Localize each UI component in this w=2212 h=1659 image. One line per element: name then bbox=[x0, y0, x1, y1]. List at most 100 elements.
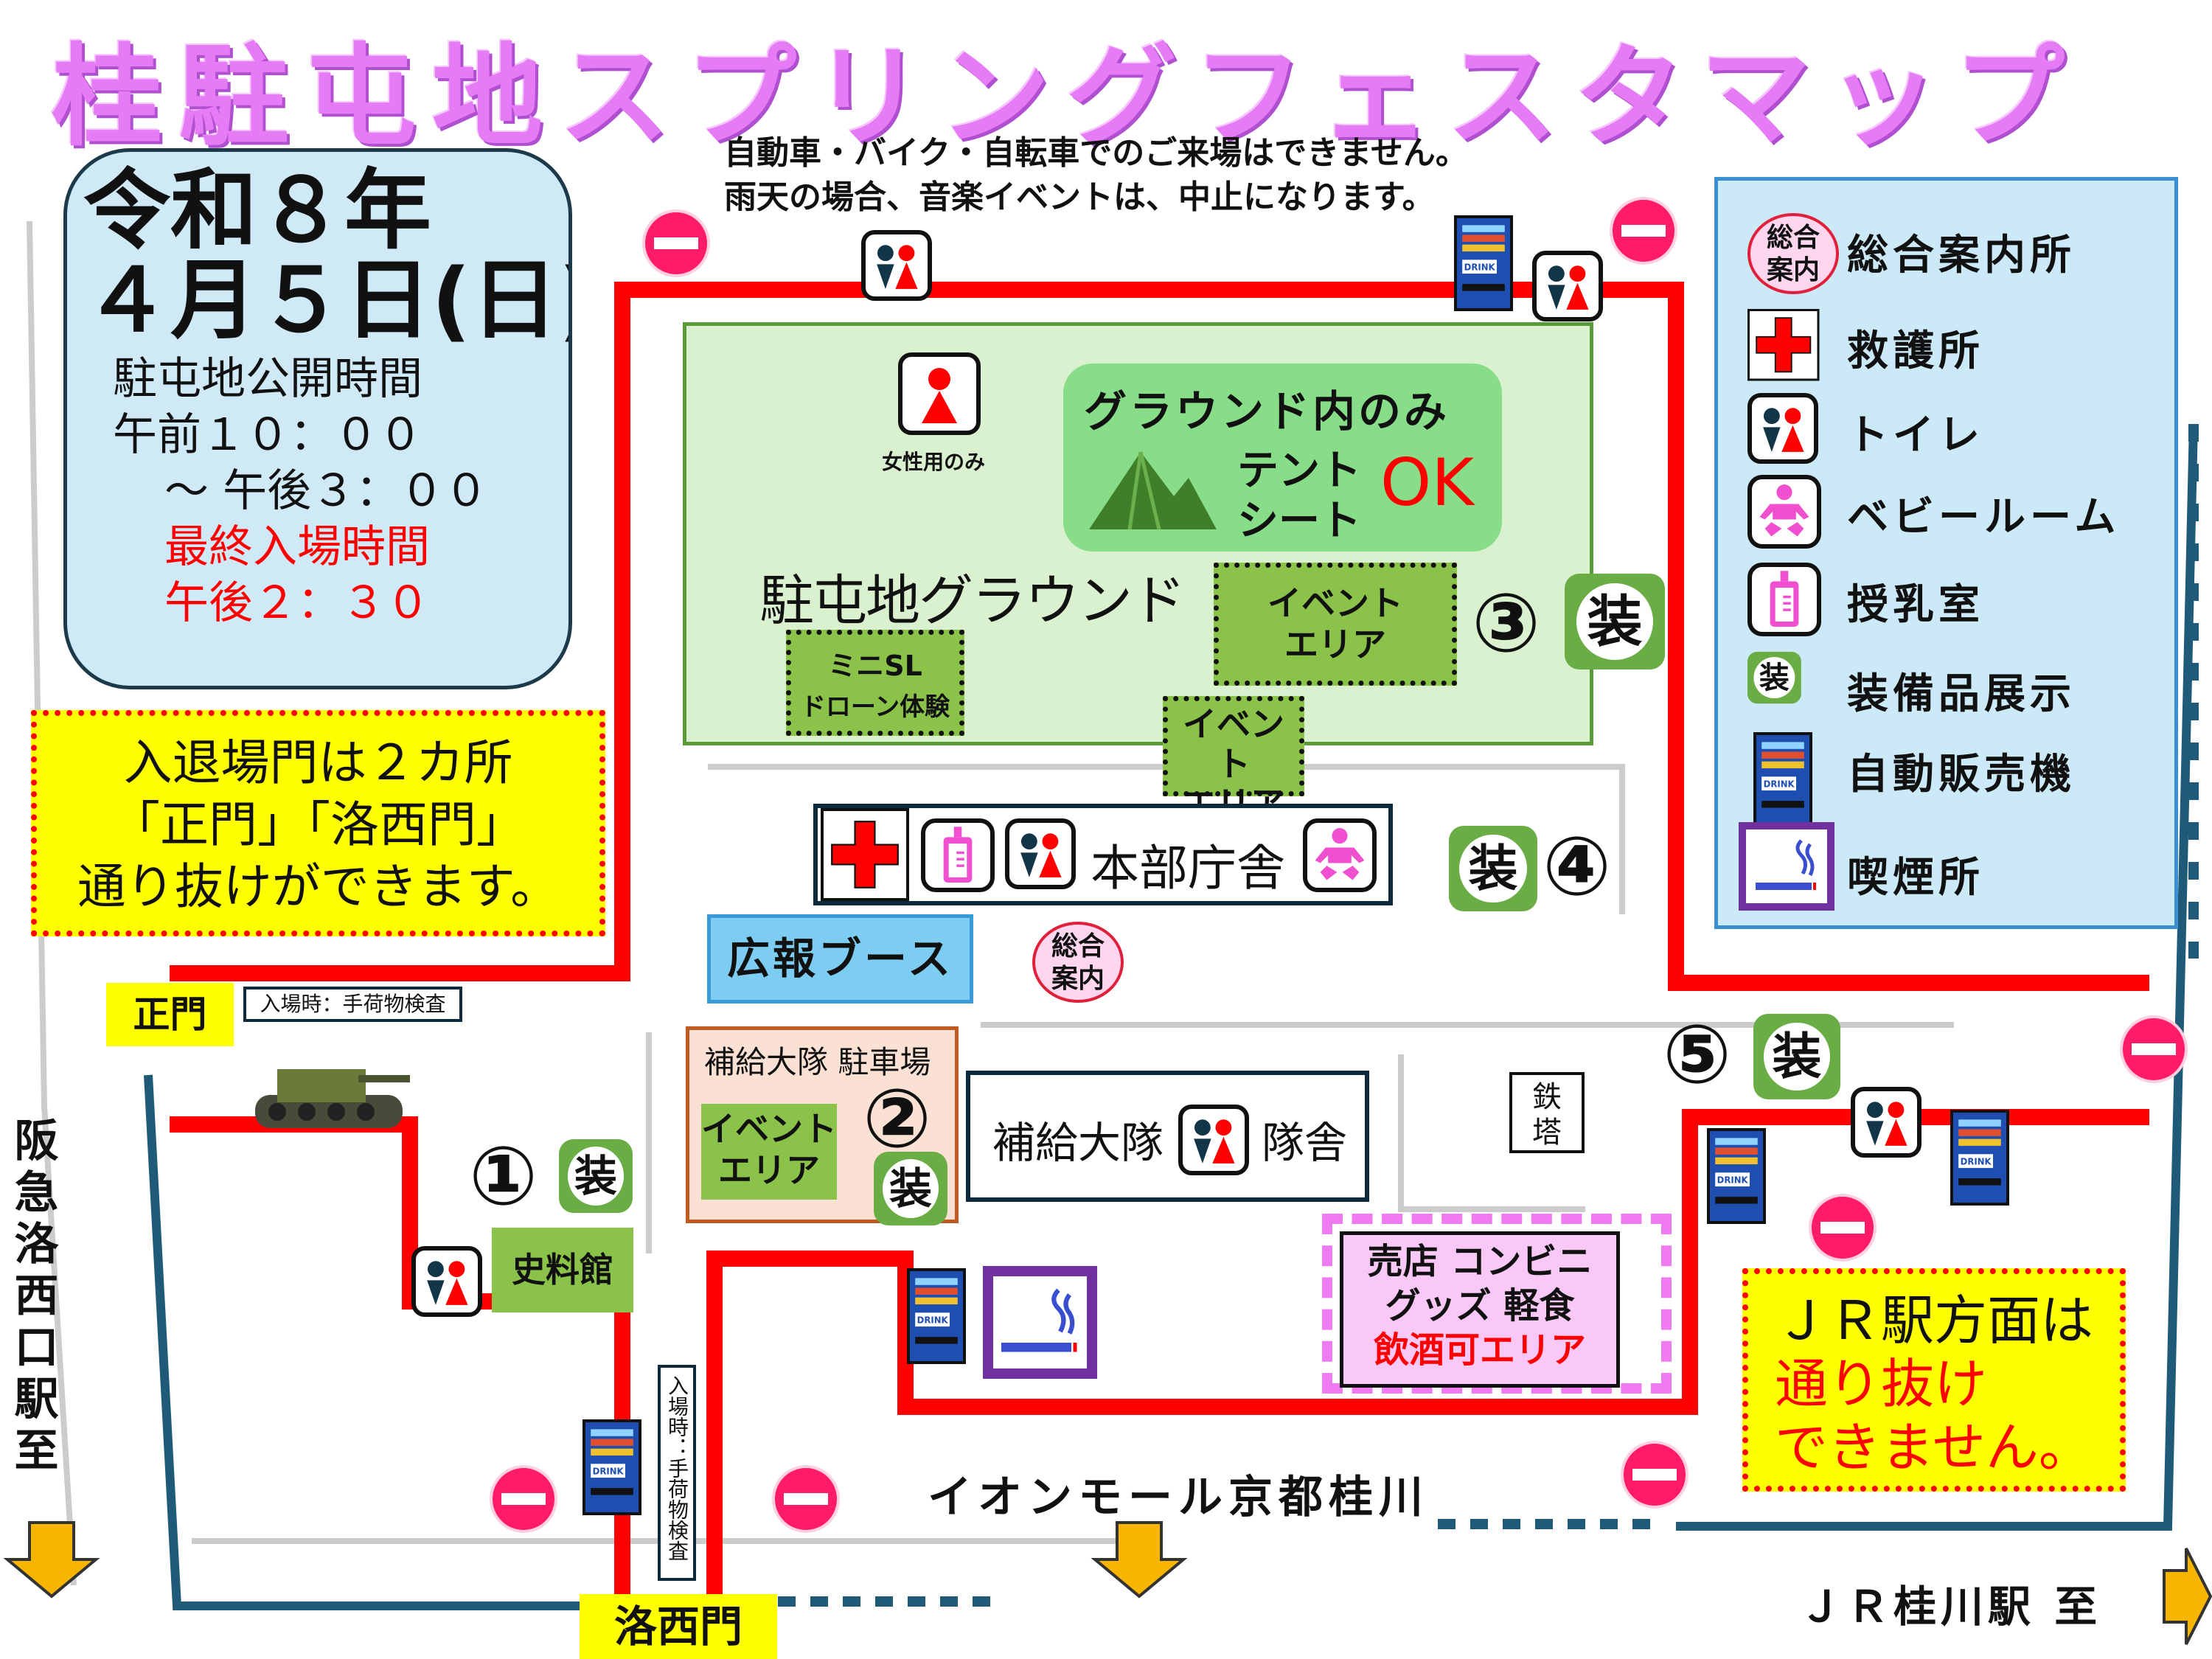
vending-machine-icon: DRINK bbox=[1950, 1110, 2009, 1206]
legend-label: 総合案内所 bbox=[1847, 232, 2076, 279]
ground-name: 駐屯地グラウンド bbox=[759, 569, 1186, 633]
vending-machine-icon: DRINK bbox=[1707, 1128, 1766, 1224]
event-date: ４月５日(日) bbox=[83, 249, 572, 351]
jr-notice-line: ＪＲ駅方面は bbox=[1775, 1290, 2094, 1352]
svg-text:DRINK: DRINK bbox=[1764, 779, 1795, 789]
smoking-area-icon bbox=[1739, 822, 1834, 911]
toilet-icon bbox=[1747, 393, 1818, 464]
event-area-parking: イベントエリア bbox=[701, 1104, 837, 1200]
vending-machine-icon: DRINK bbox=[1454, 215, 1513, 311]
event-area-label: エリア bbox=[1284, 625, 1386, 664]
vending-machine-icon: DRINK bbox=[582, 1419, 641, 1515]
first-aid-icon bbox=[1747, 309, 1820, 381]
pr-booth[interactable]: 広報ブース bbox=[707, 914, 973, 1004]
legend-label: ベビールーム bbox=[1847, 493, 2121, 541]
toilet-icon bbox=[1005, 818, 1076, 889]
svg-text:DRINK: DRINK bbox=[1464, 262, 1496, 272]
spot-4: ④ bbox=[1543, 819, 1612, 914]
hq-building-label: 本部庁舎 bbox=[1091, 840, 1285, 897]
date-info-box: 令和８年 ４月５日(日) 駐屯地公開時間 午前１０：００ ～ 午後３：００ 最終… bbox=[63, 148, 572, 689]
equipment-display-icon: 装 bbox=[874, 1152, 947, 1225]
legend-item-first-aid: 救護所 bbox=[1718, 303, 2174, 381]
mini-sl-label: ミニSL bbox=[828, 650, 922, 682]
no-entry-icon bbox=[1610, 197, 1677, 265]
spot-3: ③ bbox=[1472, 576, 1541, 670]
baby-room-icon bbox=[1303, 818, 1377, 892]
legend-label: 喫煙所 bbox=[1847, 854, 1984, 902]
shop-label: グッズ 軽食 bbox=[1385, 1285, 1575, 1326]
rakusai-gate-inspection: 入場時：手荷物検査 bbox=[658, 1365, 696, 1581]
no-entry-icon bbox=[642, 209, 710, 277]
spot-5: ⑤ bbox=[1663, 1007, 1732, 1102]
arrow-down-icon bbox=[3, 1521, 100, 1599]
svg-text:DRINK: DRINK bbox=[1717, 1175, 1749, 1185]
legend: 総合案内総合案内所 救護所 トイレ ベビールーム 授乳室 装装備品展示 DRIN… bbox=[1714, 177, 2178, 929]
no-entry-icon bbox=[2120, 1015, 2188, 1083]
tank-icon bbox=[255, 1069, 410, 1128]
map-title: 桂駐屯地スプリングフェスタマップ bbox=[52, 33, 2081, 161]
tent-ok-zone: グラウンド内のみ テント シート OK bbox=[1063, 364, 1502, 552]
open-end: ～ 午後３：００ bbox=[164, 465, 489, 517]
open-hours-label: 駐屯地公開時間 bbox=[113, 353, 422, 405]
open-start: 午前１０：００ bbox=[113, 409, 422, 461]
toilet-icon bbox=[411, 1246, 482, 1317]
toilet-icon bbox=[1178, 1105, 1249, 1175]
notice-no-vehicles: 自動車・バイク・自転車でのご来場はできません。 bbox=[724, 134, 1468, 172]
baby-room-icon bbox=[1747, 475, 1821, 549]
last-entry-time: 午後２：３０ bbox=[164, 577, 430, 629]
main-gate-inspection: 入場時：手荷物検査 bbox=[243, 987, 462, 1022]
aeon-mall-label: イオンモール京都桂川 bbox=[928, 1472, 1429, 1523]
legend-item-equipment: 装装備品展示 bbox=[1718, 646, 2174, 720]
legend-item-vending: DRINK 自動販売機 bbox=[1718, 726, 2174, 828]
site-boundary bbox=[144, 423, 2198, 1610]
sheet-label: シート bbox=[1237, 497, 1361, 545]
legend-label: 救護所 bbox=[1847, 327, 1984, 375]
supply-barracks: 補給大隊 隊舎 bbox=[966, 1071, 1369, 1202]
no-entry-icon bbox=[1809, 1194, 1877, 1262]
vending-machine-icon: DRINK bbox=[907, 1268, 966, 1364]
jr-notice-line: 通り抜け bbox=[1775, 1353, 1988, 1415]
spot-2: ② bbox=[863, 1071, 932, 1166]
event-area-label: イベント bbox=[1267, 583, 1403, 623]
main-gate: 正門 bbox=[106, 983, 234, 1046]
no-entry-icon bbox=[490, 1465, 557, 1533]
barracks-label: 隊舎 bbox=[1262, 1118, 1348, 1168]
legend-label: 自動販売機 bbox=[1847, 751, 2076, 799]
svg-text:DRINK: DRINK bbox=[917, 1315, 949, 1325]
notice-text: 自動車・バイク・自転車でのご来場はできません。 雨天の場合、音楽イベントは、中止… bbox=[724, 131, 1468, 220]
shop-box: 売店 コンビニ グッズ 軽食 飲酒可エリア bbox=[1340, 1231, 1620, 1388]
rakusai-gate: 洛西門 bbox=[580, 1594, 777, 1659]
legend-item-smoking: 喫煙所 bbox=[1718, 822, 2174, 911]
legend-label: 装備品展示 bbox=[1847, 670, 2076, 718]
event-year: 令和８年 bbox=[83, 159, 432, 261]
gates-notice-line: 通り抜けができます。 bbox=[77, 858, 560, 915]
tent-label: テント bbox=[1237, 447, 1361, 495]
toilet-icon bbox=[1851, 1087, 1921, 1158]
no-entry-icon bbox=[1621, 1441, 1688, 1509]
shop-label: 売店 コンビニ bbox=[1367, 1241, 1593, 1282]
equipment-display-icon: 装 bbox=[1449, 826, 1537, 911]
jr-notice: ＪＲ駅方面は 通り抜け できません。 bbox=[1742, 1268, 2126, 1492]
nursing-room-icon bbox=[921, 818, 995, 892]
jr-notice-line: できません。 bbox=[1775, 1416, 2092, 1478]
no-entry-icon bbox=[772, 1465, 840, 1533]
event-area-ground: イベントエリア bbox=[1214, 563, 1457, 686]
legend-label: トイレ bbox=[1847, 411, 1984, 459]
supply-parking: 補給大隊 駐車場 イベントエリア ② 装 bbox=[686, 1026, 959, 1225]
equipment-display-icon: 装 bbox=[1565, 574, 1665, 669]
info-center-icon[interactable]: 総合案内 bbox=[1032, 922, 1124, 1003]
drinking-area-label: 飲酒可エリア bbox=[1373, 1329, 1586, 1371]
legend-item-nursing: 授乳室 bbox=[1718, 557, 2174, 636]
hq-building: 本部庁舎 bbox=[813, 804, 1393, 905]
hankyu-station-direction: 阪急洛西口駅至 bbox=[7, 1117, 58, 1478]
gates-notice: 入退場門は２カ所 「正門」「洛西門」 通り抜けができます。 bbox=[31, 710, 605, 936]
info-icon: 総合案内 bbox=[1747, 213, 1839, 294]
smoking-area-icon bbox=[983, 1266, 1097, 1379]
first-aid-icon bbox=[821, 808, 909, 901]
event-area-label: イベント bbox=[1183, 704, 1284, 784]
gates-notice-line: 「正門」「洛西門」 bbox=[111, 796, 525, 853]
museum: 史料館 bbox=[492, 1228, 633, 1312]
